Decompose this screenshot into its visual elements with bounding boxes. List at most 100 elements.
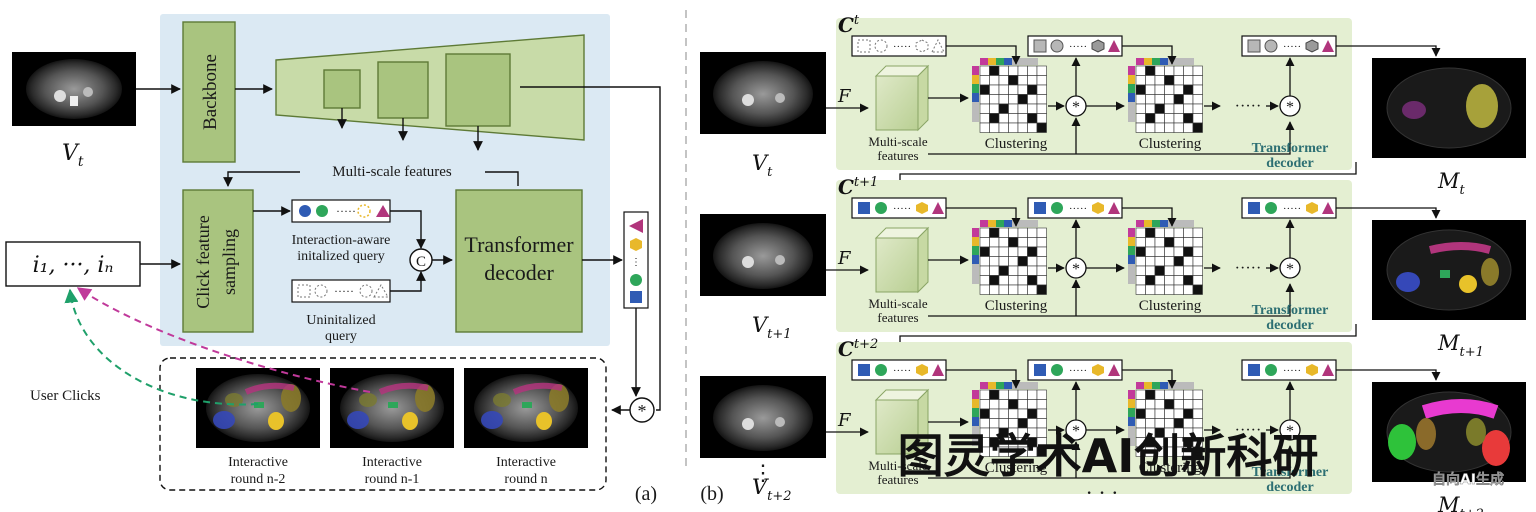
backbone-block xyxy=(182,21,236,163)
svg-text:·····: ····· xyxy=(336,204,356,218)
clustering-label: Clustering xyxy=(985,136,1048,152)
multiscale-label-2: features xyxy=(877,310,918,325)
uninitialized-query-vector: ····· xyxy=(291,279,391,303)
panel-a: Vt Backbone Multi-scale features Click f… xyxy=(5,14,661,505)
query-set-label: Ct+2 xyxy=(838,337,878,361)
clustering-matrix-1 xyxy=(972,382,1047,457)
input-ct-frame xyxy=(700,376,826,458)
clustering-label: Clustering xyxy=(985,460,1048,476)
transformer-decoder-label-2: decoder xyxy=(1266,480,1313,495)
vertical-ellipsis: ⋮ xyxy=(752,460,774,485)
interaction-aware-query-vector: ····· xyxy=(291,199,391,223)
feature-map-small xyxy=(323,69,361,109)
uninit-query-label-2: query xyxy=(325,329,357,344)
transformer-decoder-label-1: Transformer xyxy=(1252,141,1329,156)
multiscale-feature-cube xyxy=(874,226,930,294)
round-label-line2: round n-2 xyxy=(231,472,286,487)
svg-text:·····: ····· xyxy=(1283,365,1301,377)
svg-text:⋮: ⋮ xyxy=(631,257,641,268)
click-feature-sampling-block xyxy=(182,189,254,333)
panel-b-caption: (b) xyxy=(700,483,723,505)
continuation-dots: · · · xyxy=(1086,480,1119,505)
svg-text:*: * xyxy=(1072,261,1080,278)
intermediate-query-vector-1: ····· xyxy=(1027,35,1123,57)
feature-map-medium xyxy=(377,61,429,119)
svg-text:·····: ····· xyxy=(1283,203,1301,215)
multiscale-label-1: Multi-scale xyxy=(868,134,927,149)
frame-label: Vt+1 xyxy=(752,313,792,342)
click-sampling-label-2: sampling xyxy=(219,229,239,295)
clustering-label: Clustering xyxy=(1139,298,1202,314)
interaction-query-label-2: initalized query xyxy=(297,249,384,264)
interaction-query-label-1: Interaction-aware xyxy=(292,233,391,248)
svg-text:*: * xyxy=(1286,99,1294,116)
clustering-label: Clustering xyxy=(985,298,1048,314)
frame-label: Vt xyxy=(752,151,773,180)
user-click-arrow-green xyxy=(64,288,259,406)
uninit-query-label-1: Uninitalized xyxy=(306,313,375,328)
row-panel xyxy=(836,342,1352,494)
feature-symbol: F xyxy=(837,248,852,269)
svg-text:·····: ····· xyxy=(893,41,911,53)
clustering-label: Clustering xyxy=(1139,460,1202,476)
click-sampling-label-1: Click feature xyxy=(193,215,213,308)
mask-label: Mt+2 xyxy=(1437,493,1484,512)
query-set-label: Ct xyxy=(838,13,860,37)
user-clicks-label: User Clicks xyxy=(30,388,101,404)
final-query-vector: ····· xyxy=(1241,35,1337,57)
mask-multiply-symbol: * xyxy=(638,401,647,421)
concat-symbol: C xyxy=(416,254,426,270)
svg-text:*: * xyxy=(1072,423,1080,440)
intermediate-query-vector-1: ····· xyxy=(1027,359,1123,381)
svg-text:·····: ····· xyxy=(334,284,354,298)
interactive-rounds-box xyxy=(159,357,607,491)
transformer-decoder-label-2: decoder xyxy=(1266,156,1313,171)
row-1: Ct·····VtFMulti-scalefeaturesClustering*… xyxy=(700,13,1526,198)
panel-b: Ct·····VtFMulti-scalefeaturesClustering*… xyxy=(700,13,1526,512)
transformer-decoder-block xyxy=(455,189,583,333)
transformer-decoder-label-2: decoder xyxy=(1266,318,1313,333)
clustering-matrix-2 xyxy=(1128,382,1203,457)
clustering-label: Clustering xyxy=(1139,136,1202,152)
watermark-badge: 自向AI生成 xyxy=(1432,471,1504,488)
round-label-line1: Interactive xyxy=(228,455,288,470)
transformer-decoder-label-1: Transformer xyxy=(1252,303,1329,318)
svg-text:·····: ····· xyxy=(893,365,911,377)
final-query-vector: ····· xyxy=(1241,197,1337,219)
output-mask xyxy=(1372,220,1526,320)
final-query-vector: ····· xyxy=(1241,359,1337,381)
mask-label: Mt xyxy=(1437,169,1466,198)
watermark-text: 图灵学术AI创新科研 xyxy=(898,429,1319,483)
round-label-line2: round n xyxy=(504,472,547,487)
row-panel xyxy=(836,18,1352,170)
svg-text:*: * xyxy=(1286,261,1294,278)
feature-symbol: F xyxy=(837,410,852,431)
transformer-decoder-label-1: Transformer xyxy=(1252,465,1329,480)
clustering-matrix-2 xyxy=(1128,220,1203,295)
multiscale-label-2: features xyxy=(877,472,918,487)
svg-text:*: * xyxy=(1072,99,1080,116)
row-panel xyxy=(836,180,1352,332)
feature-map-large xyxy=(445,53,511,127)
user-click-arrow-magenta xyxy=(76,287,371,393)
clicks-input-text: i₁, ···, iₙ xyxy=(33,253,114,278)
svg-text:·····: ····· xyxy=(1069,365,1087,377)
svg-text:·····: ····· xyxy=(893,203,911,215)
sequence-dots: ····· xyxy=(1235,98,1262,115)
row-2: Ct+1·····Vt+1FMulti-scalefeaturesCluster… xyxy=(700,175,1526,360)
transformer-label-2: decoder xyxy=(484,260,554,285)
frame-label: Vt+2 xyxy=(752,475,792,504)
output-query-vector: ⋮ xyxy=(623,211,649,309)
multiscale-label-1: Multi-scale xyxy=(868,458,927,473)
clustering-matrix-2 xyxy=(1128,58,1203,133)
query-set-label: Ct+1 xyxy=(838,175,878,199)
mask-label: Mt+1 xyxy=(1437,331,1484,360)
multiscale-features-label: Multi-scale features xyxy=(332,164,452,180)
feature-symbol: F xyxy=(837,86,852,107)
multiscale-feature-cube xyxy=(874,388,930,456)
